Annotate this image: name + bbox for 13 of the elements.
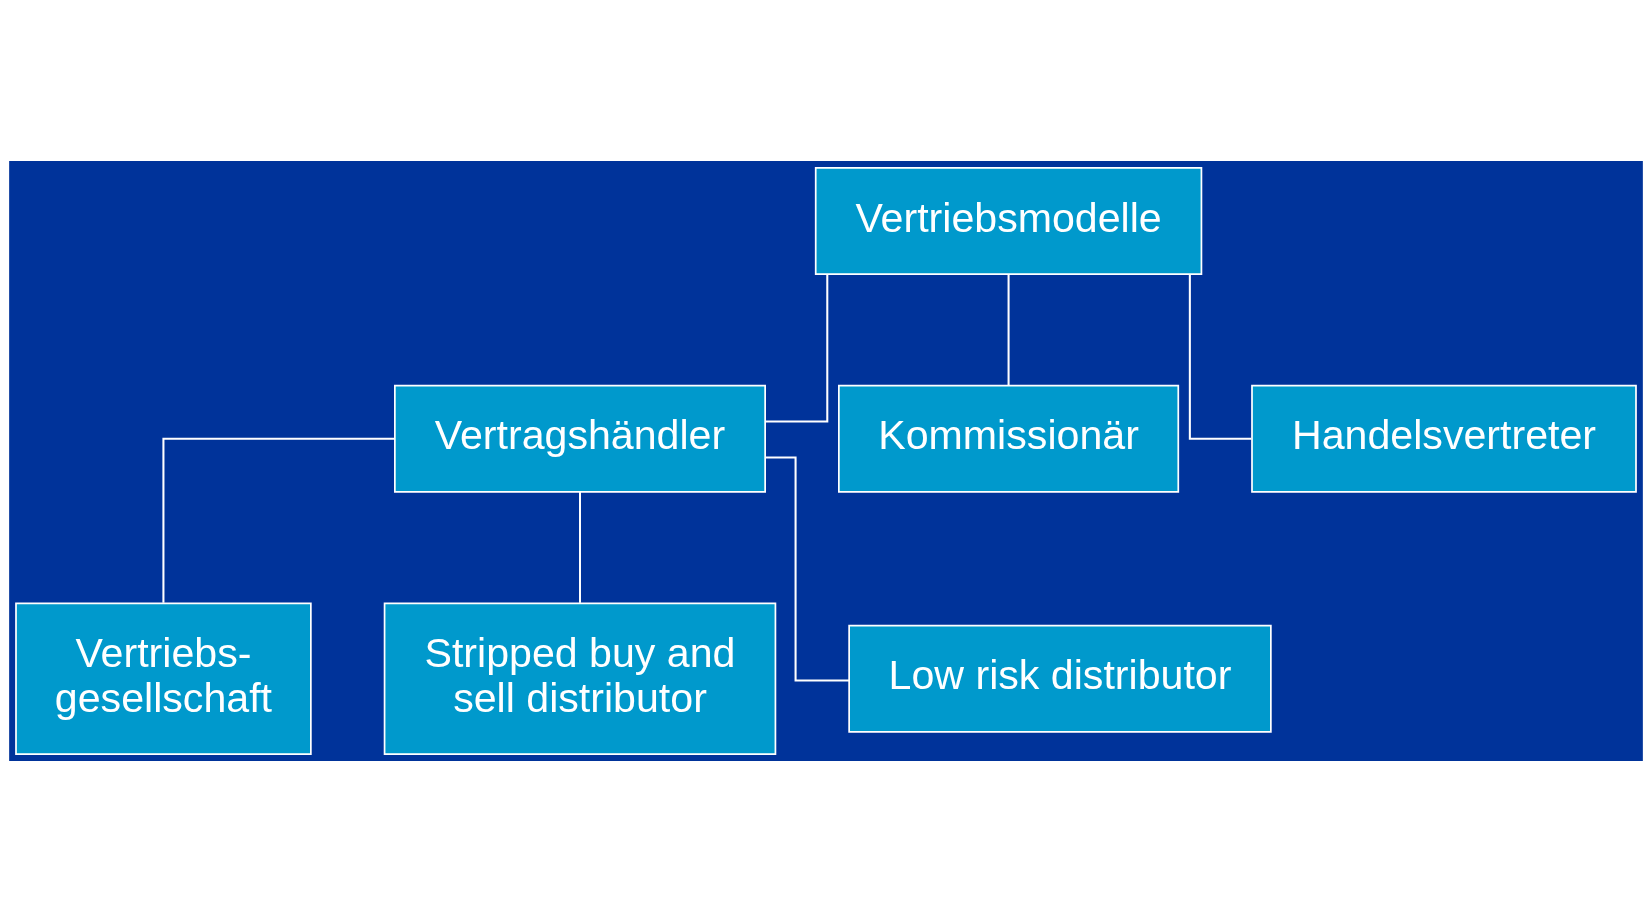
- node-box: Vertriebs- gesellschaft: [15, 602, 312, 755]
- connector: [578, 492, 582, 603]
- node-box: Kommissionär: [838, 384, 1180, 493]
- node-box: Low risk distributor: [848, 624, 1272, 733]
- node-box: Handelsvertreter: [1251, 384, 1637, 493]
- connector: [765, 274, 829, 423]
- connector: [162, 437, 395, 603]
- node-box: Vertragshändler: [394, 384, 766, 493]
- connector: [765, 456, 850, 682]
- node-box: Stripped buy and sell distributor: [383, 602, 777, 755]
- node-box: Vertriebsmodelle: [814, 167, 1203, 275]
- connector: [1007, 274, 1010, 386]
- connector: [1188, 274, 1252, 440]
